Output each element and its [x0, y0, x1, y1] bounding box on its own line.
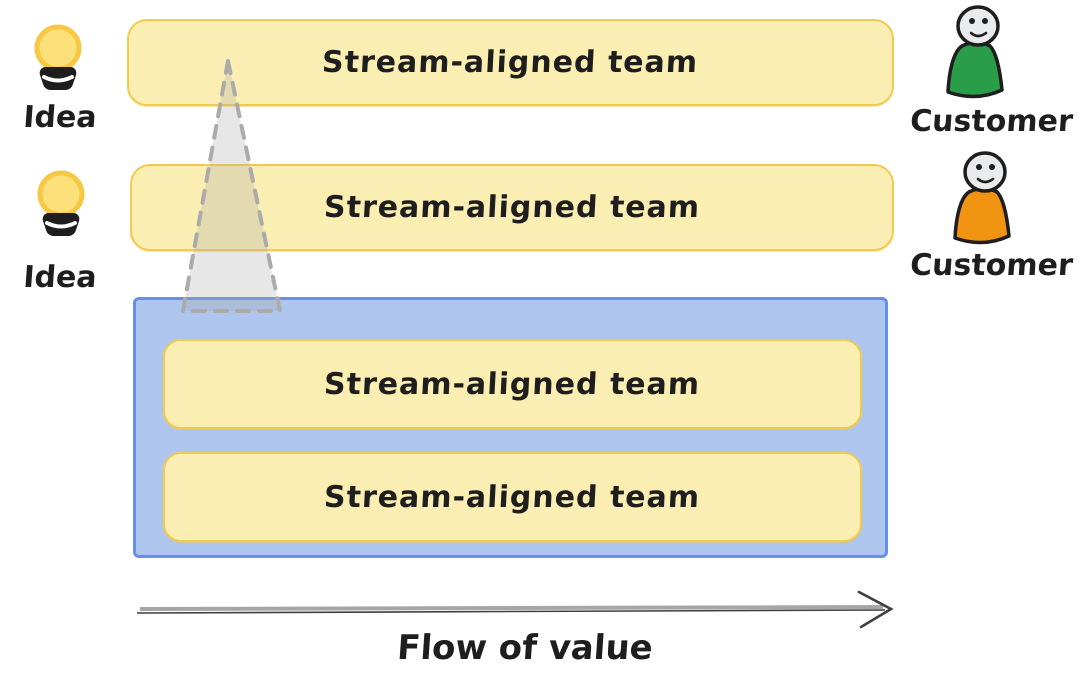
stream-aligned-team-label: Stream-aligned team [323, 190, 701, 225]
idea-lightbulb-icon [30, 22, 86, 94]
stream-aligned-team-bar: Stream-aligned team [130, 164, 894, 251]
stream-aligned-team-bar: Stream-aligned team [163, 452, 862, 542]
flow-of-value-label: Flow of value [395, 628, 655, 668]
platform-container: Stream-aligned team Stream-aligned team [133, 297, 888, 558]
stream-aligned-team-label: Stream-aligned team [323, 479, 702, 515]
stream-aligned-team-label: Stream-aligned team [321, 45, 700, 80]
idea-lightbulb-icon [33, 168, 89, 240]
customer-person-icon-orange [945, 150, 1021, 246]
stream-aligned-team-bar: Stream-aligned team [163, 339, 862, 429]
stream-aligned-team-label: Stream-aligned team [323, 366, 702, 402]
customer-person-icon-green [938, 4, 1014, 100]
flow-of-value-arrow [136, 590, 894, 629]
stream-aligned-team-bar: Stream-aligned team [127, 19, 894, 106]
idea-label: Idea [22, 100, 98, 135]
customer-label: Customer [908, 104, 1075, 139]
customer-label: Customer [908, 248, 1075, 283]
idea-label: Idea [22, 260, 98, 295]
